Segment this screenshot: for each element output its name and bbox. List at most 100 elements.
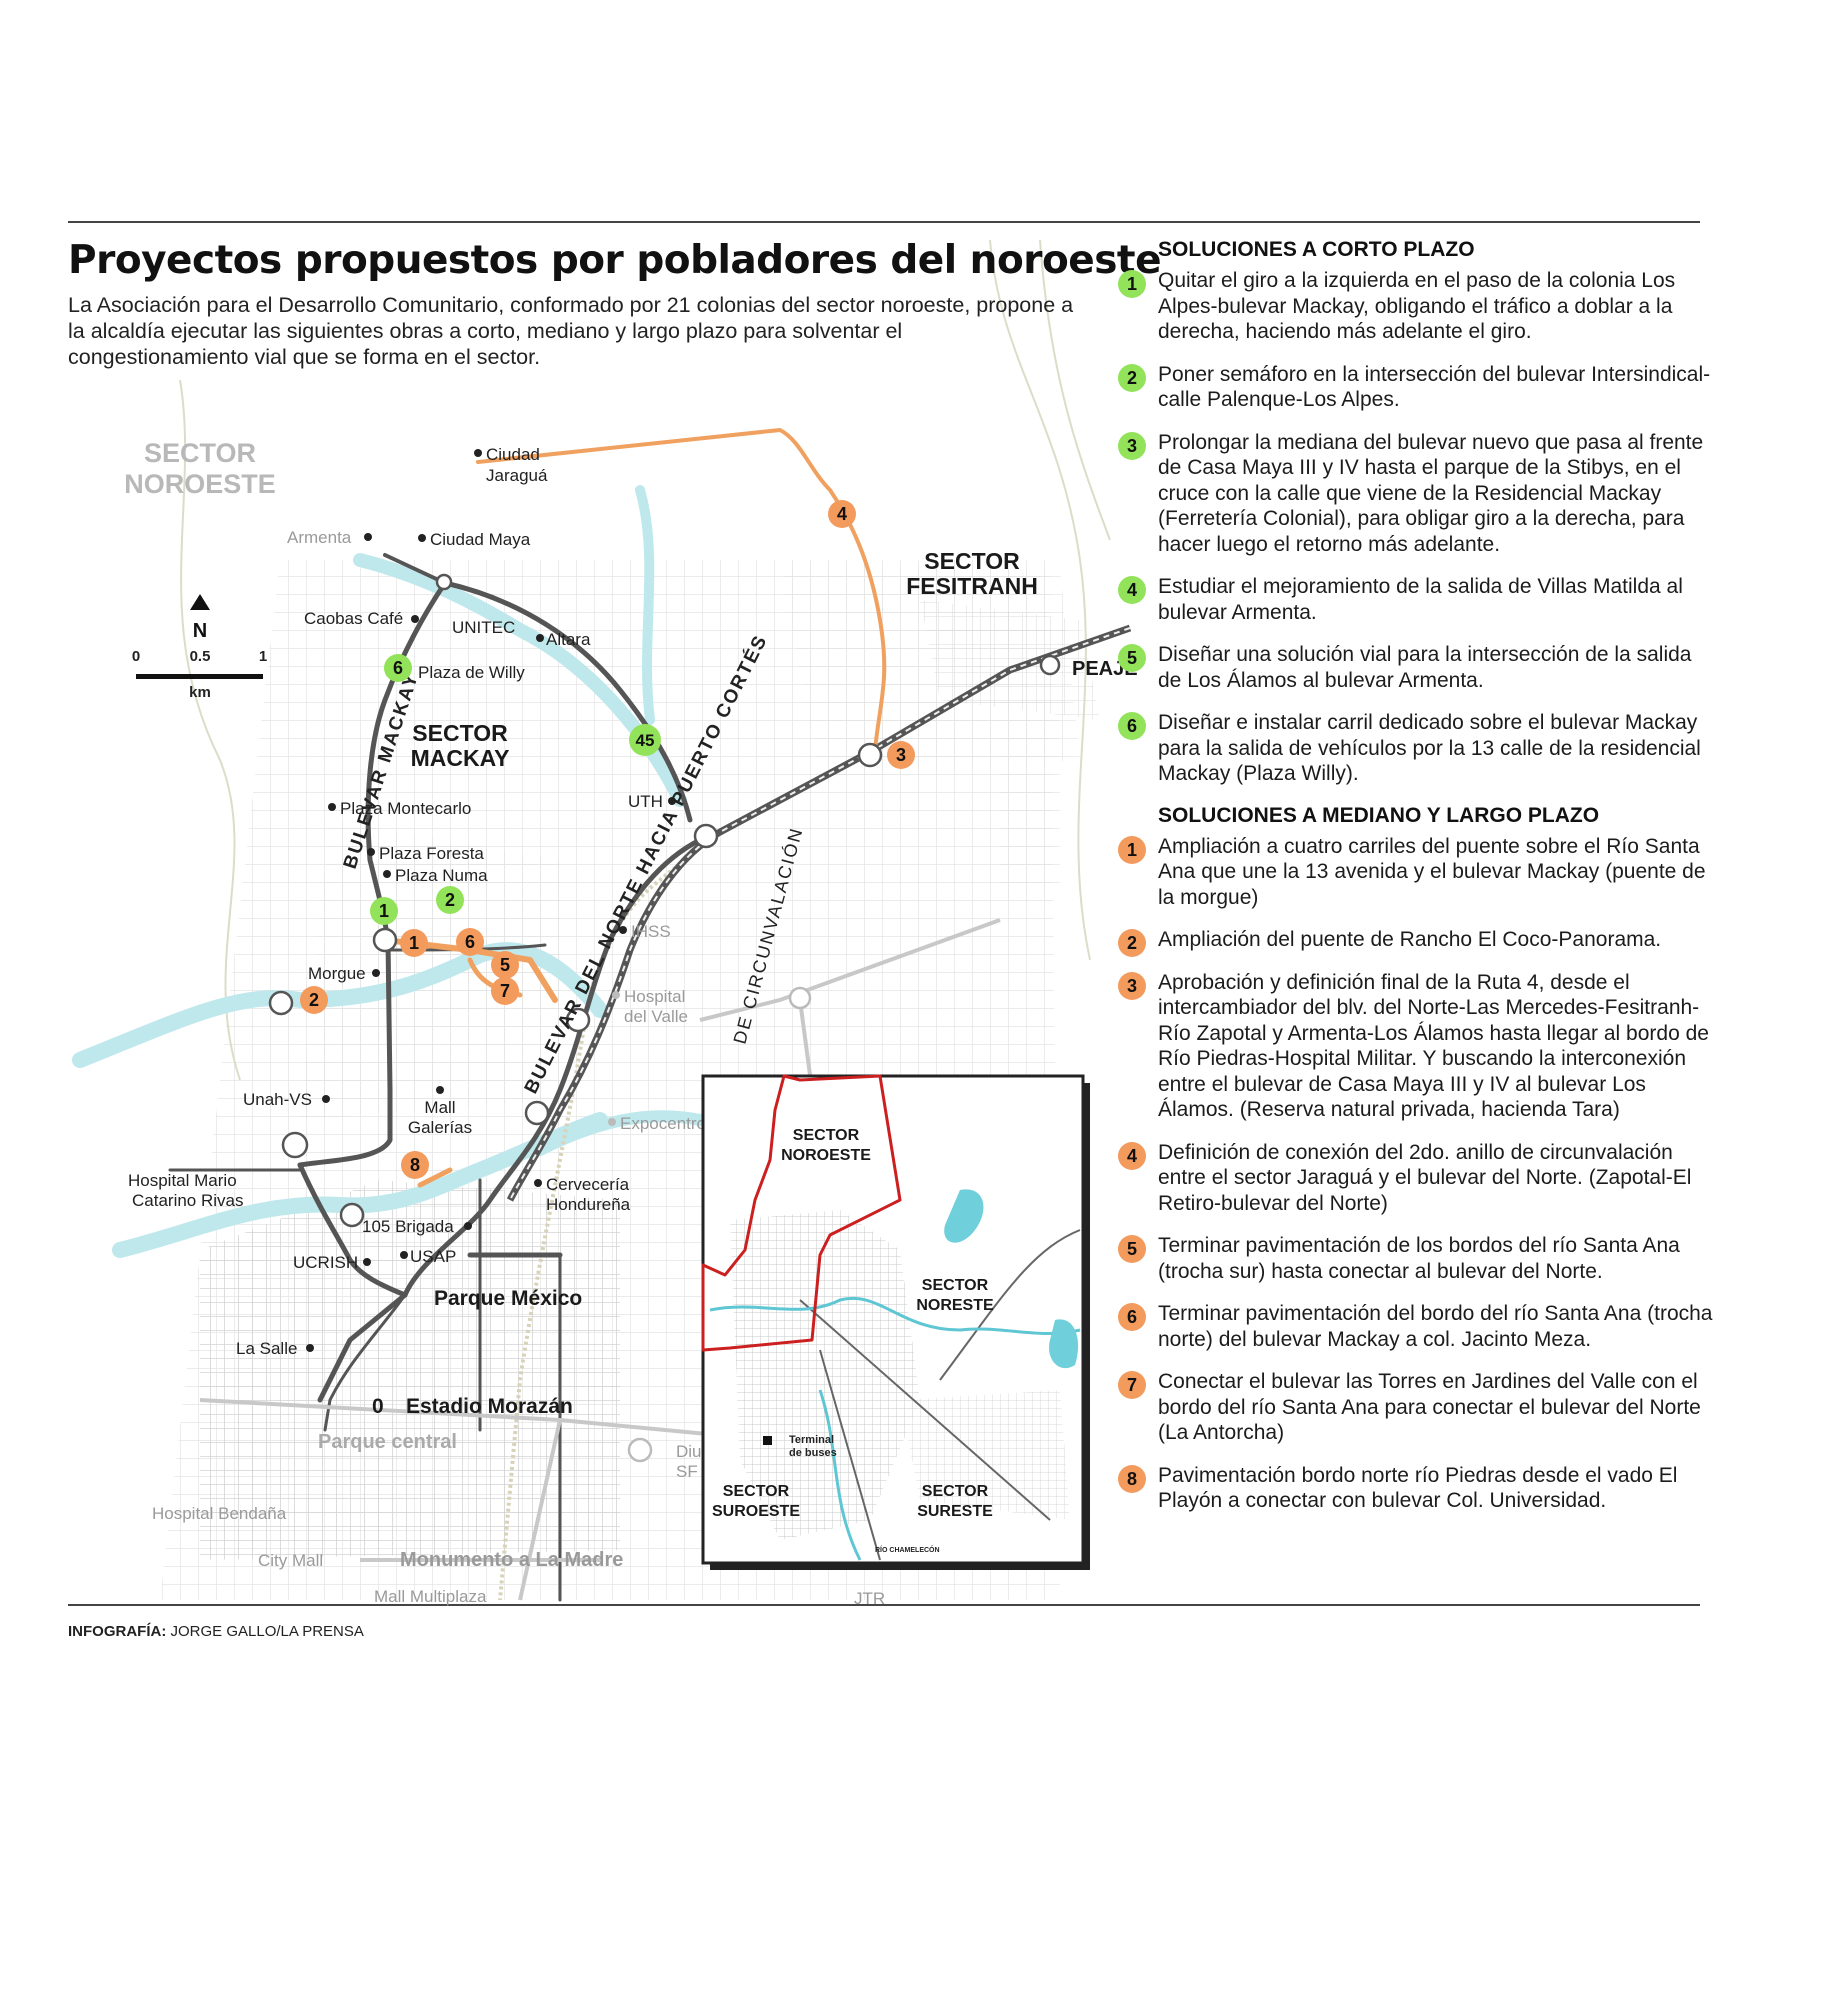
marker-short-45: 45	[629, 724, 661, 756]
short-term-item: 5 Diseñar una solución vial para la inte…	[1118, 642, 1718, 693]
long-term-item: 5 Terminar pavimentación de los bordos d…	[1118, 1233, 1718, 1284]
short-term-item: 4 Estudiar el mejoramiento de la salida …	[1118, 574, 1718, 625]
place-plaza-foresta: Plaza Foresta	[379, 844, 484, 863]
place-ucrish: UCRISH	[293, 1253, 358, 1272]
scale-unit: km	[189, 684, 211, 701]
long-term-item: 8 Pavimentación bordo norte río Piedras …	[1118, 1463, 1718, 1514]
short-term-badge: 2	[1118, 363, 1146, 392]
sector-fesitranh-l2: FESITRANH	[906, 573, 1038, 599]
sector-labels: SECTOR NOROESTE SECTOR MACKAY SECTOR FES…	[124, 438, 1038, 771]
long-term-badge: 8	[1118, 1464, 1146, 1493]
place-parque-central: Parque central	[318, 1431, 457, 1453]
inset-suroeste-2: SUROESTE	[712, 1503, 800, 1520]
marker-short-2: 2	[436, 886, 464, 914]
short-term-item: 3 Prolongar la mediana del bulevar nuevo…	[1118, 430, 1718, 558]
short-term-text: Poner semáforo en la intersección del bu…	[1158, 362, 1711, 412]
place-diunsa-2: SF	[676, 1462, 698, 1481]
short-term-text: Estudiar el mejoramiento de la salida de…	[1158, 575, 1683, 624]
place-jtr: JTR	[854, 1589, 885, 1608]
short-term-text: Prolongar la mediana del bulevar nuevo q…	[1158, 430, 1704, 556]
place-ciudad-jaragua-1: Ciudad	[486, 445, 540, 464]
place-plaza-numa: Plaza Numa	[395, 866, 488, 885]
inset-noroeste-1: SECTOR	[793, 1127, 860, 1144]
svg-text:4: 4	[837, 504, 847, 524]
short-term-badge: 4	[1118, 576, 1146, 604]
scale-05: 0.5	[190, 648, 211, 665]
credit-line: INFOGRAFÍA: JORGE GALLO/LA PRENSA	[68, 1623, 364, 1640]
scale-bar	[136, 674, 263, 679]
place-uth: UTH	[628, 792, 663, 811]
north-arrow-icon	[190, 594, 210, 610]
place-estadio: Estadio Morazán	[406, 1395, 573, 1418]
topo-lines	[179, 239, 1111, 1081]
top-rule	[68, 221, 1700, 223]
sector-noroeste-l1: SECTOR	[144, 438, 256, 468]
sector-fesitranh-l1: SECTOR	[924, 548, 1020, 574]
sector-mackay-l1: SECTOR	[412, 720, 508, 746]
svg-text:2: 2	[309, 990, 319, 1010]
svg-text:3: 3	[896, 745, 906, 765]
marker-long-3: 3	[887, 741, 915, 769]
long-term-badge: 7	[1118, 1371, 1146, 1399]
inset-noreste-1: SECTOR	[922, 1277, 989, 1294]
place-cerveceria-1: Cervecería	[546, 1175, 630, 1194]
long-term-text: Pavimentación bordo norte río Piedras de…	[1158, 1463, 1678, 1513]
scale-1: 1	[259, 648, 267, 665]
bottom-rule	[68, 1604, 1700, 1606]
sector-mackay-l2: MACKAY	[411, 745, 510, 771]
place-hospital-mario-2: Catarino Rivas	[132, 1191, 244, 1210]
svg-text:5: 5	[500, 955, 510, 975]
intro-text: La Asociación para el Desarrollo Comunit…	[68, 293, 1074, 369]
marker-long-4: 4	[828, 500, 856, 528]
place-mall-multiplaza: Mall Multiplaza	[374, 1587, 487, 1606]
place-hospital-mario-1: Hospital Mario	[128, 1171, 237, 1190]
solutions-panel: SOLUCIONES A CORTO PLAZO 1 Quitar el gir…	[1118, 238, 1718, 1531]
long-term-text: Terminar pavimentación de los bordos del…	[1158, 1234, 1680, 1283]
inset-noreste-2: NORESTE	[916, 1297, 994, 1314]
place-mall-galerias-2: Galerías	[408, 1118, 472, 1137]
sector-noroeste-l2: NOROESTE	[124, 469, 276, 499]
marker-long-7: 7	[491, 977, 519, 1005]
short-term-text: Diseñar una solución vial para la inters…	[1158, 643, 1692, 692]
place-armenta: Armenta	[287, 528, 352, 547]
svg-text:8: 8	[410, 1155, 420, 1175]
place-hospital-bendana: Hospital Bendaña	[152, 1504, 287, 1523]
bulevar-del-norte-line	[506, 624, 1132, 1202]
long-term-item: 4 Definición de conexión del 2do. anillo…	[1118, 1140, 1718, 1217]
place-ciudad-jaragua-2: Jaraguá	[486, 466, 548, 485]
marker-short-6: 6	[384, 654, 412, 682]
long-term-badge: 4	[1118, 1141, 1146, 1170]
long-term-text: Terminar pavimentación del bordo del río…	[1158, 1302, 1713, 1351]
svg-text:45: 45	[636, 731, 655, 750]
short-term-item: 2 Poner semáforo en la intersección del …	[1118, 362, 1718, 413]
svg-text:1: 1	[379, 901, 389, 921]
marker-long-2: 2	[300, 986, 328, 1014]
place-monumento: Monumento a La Madre	[400, 1549, 623, 1571]
place-estadio-zero: 0	[372, 1395, 384, 1418]
place-hospital-valle-2: del Valle	[624, 1007, 688, 1026]
long-term-badge: 5	[1118, 1235, 1146, 1263]
inset-terminal-1: Terminal	[789, 1434, 834, 1446]
place-unitec: UNITEC	[452, 618, 515, 637]
place-expocentro: Expocentro	[620, 1114, 706, 1133]
long-term-badge: 3	[1118, 971, 1146, 1000]
long-term-heading: SOLUCIONES A MEDIANO Y LARGO PLAZO	[1158, 803, 1600, 827]
short-term-badge: 6	[1118, 712, 1146, 740]
inset-noroeste-2: NOROESTE	[781, 1147, 871, 1164]
long-term-item: 1 Ampliación a cuatro carriles del puent…	[1118, 834, 1718, 911]
long-term-item: 3 Aprobación y definición final de la Ru…	[1118, 970, 1718, 1123]
short-term-text: Diseñar e instalar carril dedicado sobre…	[1158, 711, 1701, 785]
scale-0: 0	[132, 648, 140, 665]
long-term-badge: 6	[1118, 1303, 1146, 1331]
svg-text:7: 7	[500, 981, 510, 1001]
short-term-item: 6 Diseñar e instalar carril dedicado sob…	[1118, 710, 1718, 787]
markers: 1 2 45 6 1 2 3 4 5 6 7 8	[300, 500, 915, 1179]
marker-short-1: 1	[370, 897, 398, 925]
long-term-text: Definición de conexión del 2do. anillo d…	[1158, 1140, 1692, 1215]
short-term-badge: 1	[1118, 270, 1146, 298]
interchanges	[268, 573, 1061, 1463]
place-plaza-willy: Plaza de Willy	[418, 663, 525, 682]
place-city-mall: City Mall	[258, 1551, 323, 1570]
place-brigada: 105 Brigada	[362, 1217, 454, 1236]
place-labels: Ciudad Jaraguá Armenta Ciudad Maya Caoba…	[128, 445, 885, 1608]
